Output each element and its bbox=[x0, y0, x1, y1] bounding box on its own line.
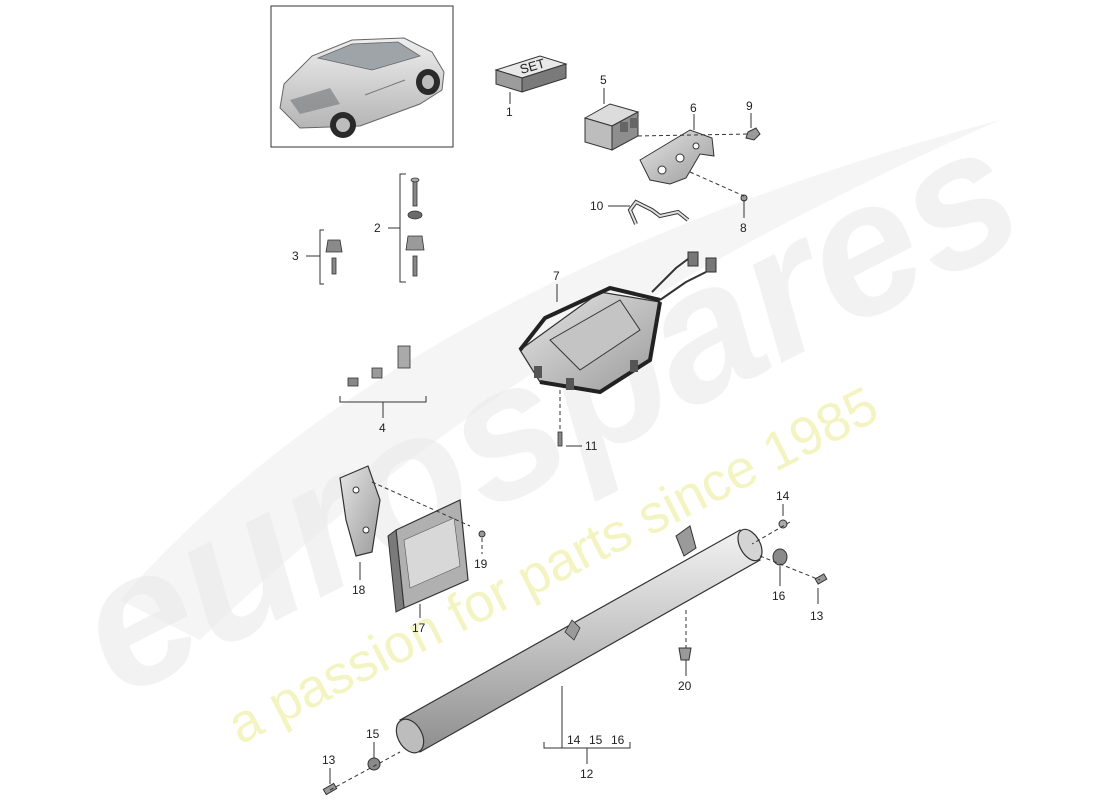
callout-9: 9 bbox=[746, 99, 753, 113]
part-control-unit-bracket bbox=[339, 465, 381, 557]
callout-15-left: 15 bbox=[366, 727, 380, 741]
callout-4: 4 bbox=[379, 421, 386, 435]
callout-13-left: 13 bbox=[322, 753, 336, 767]
car-illustration bbox=[279, 37, 445, 138]
callout-19: 19 bbox=[474, 557, 488, 571]
callout-15-group: 15 bbox=[589, 733, 603, 747]
part-fitting-13-left bbox=[322, 782, 338, 796]
part-bolt-11 bbox=[557, 431, 563, 447]
callout-1: 1 bbox=[506, 105, 513, 119]
vehicle-thumbnail bbox=[270, 5, 454, 148]
callout-12: 12 bbox=[580, 767, 594, 781]
callout-8: 8 bbox=[740, 221, 747, 235]
part-pressure-tank bbox=[395, 525, 763, 754]
callout-6: 6 bbox=[690, 101, 697, 115]
part-cap-14 bbox=[778, 519, 788, 529]
part-pipe bbox=[627, 199, 690, 225]
part-mounting-bracket bbox=[639, 129, 715, 185]
callout-17: 17 bbox=[412, 621, 426, 635]
part-set-box: SET bbox=[494, 55, 568, 93]
part-relay-block bbox=[583, 103, 640, 151]
leader-lines bbox=[306, 88, 821, 791]
part-nut-19 bbox=[478, 530, 486, 538]
callout-18: 18 bbox=[352, 583, 366, 597]
callout-16-right: 16 bbox=[772, 589, 786, 603]
callout-3: 3 bbox=[292, 249, 299, 263]
part-cap-20 bbox=[678, 647, 692, 661]
callout-16-group: 16 bbox=[611, 733, 625, 747]
set-box-label: SET bbox=[518, 56, 546, 77]
callout-10: 10 bbox=[590, 199, 604, 213]
part-compressor-unit bbox=[518, 251, 717, 395]
callout-11: 11 bbox=[585, 439, 598, 453]
callout-14-top: 14 bbox=[776, 489, 790, 503]
part-grommet-16 bbox=[772, 548, 788, 566]
watermark-swoosh bbox=[120, 120, 1000, 640]
callout-20: 20 bbox=[678, 679, 692, 693]
callout-2: 2 bbox=[374, 221, 381, 235]
callout-13-right: 13 bbox=[810, 609, 824, 623]
part-control-unit bbox=[387, 499, 469, 613]
part-nut bbox=[745, 127, 761, 141]
part-bolt-stack bbox=[405, 177, 425, 277]
callout-labels: 1 5 6 9 8 10 2 3 7 4 11 18 17 19 14 16 1… bbox=[292, 73, 824, 781]
callout-7: 7 bbox=[553, 269, 560, 283]
part-short-bolt bbox=[325, 239, 343, 275]
part-clip-set bbox=[347, 345, 411, 387]
callout-5: 5 bbox=[600, 73, 607, 87]
part-fitting-13-right bbox=[814, 573, 828, 585]
callout-14-group: 14 bbox=[567, 733, 581, 747]
